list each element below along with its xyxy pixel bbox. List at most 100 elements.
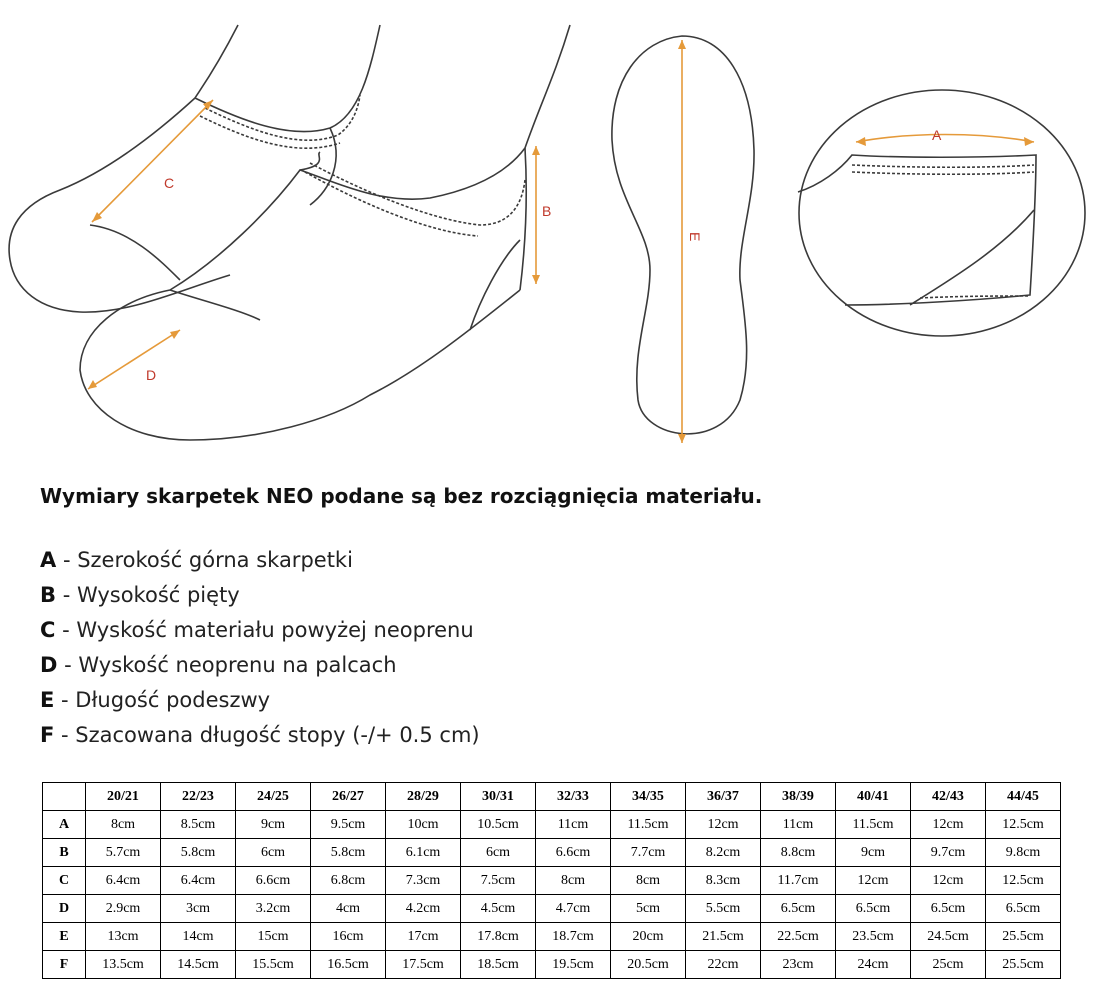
table-cell: 6.5cm [760,894,836,923]
table-cell: 6.1cm [385,838,461,867]
table-cell: 6.6cm [235,866,311,895]
legend-item: A - Szerokość górna skarpetki [40,543,480,578]
legend-item: B - Wysokość pięty [40,578,480,613]
dimension-line-c [91,99,214,223]
table-cell: 2.9cm [85,894,161,923]
legend-item: C - Wyskość materiału powyżej neoprenu [40,613,480,648]
table-cell: 8.2cm [685,838,761,867]
table-cell: 9.7cm [910,838,986,867]
table-cell: 8.5cm [160,810,236,839]
table-cell: 5.8cm [310,838,386,867]
table-cell: 12cm [835,866,911,895]
back-sock-outline [8,24,381,313]
legend-item: D - Wyskość neoprenu na palcach [40,648,480,683]
legend-key: F [40,723,55,747]
table-cell: 18.7cm [535,922,611,951]
label-b: B [542,203,551,219]
size-header-row: 20/21 22/23 24/25 26/27 28/29 30/31 32/3… [42,782,1061,811]
table-cell: 15cm [235,922,311,951]
table-cell: 22.5cm [760,922,836,951]
row-label: F [42,950,86,979]
row-label: B [42,838,86,867]
table-cell: 19.5cm [535,950,611,979]
table-cell: 12cm [910,866,986,895]
table-cell: 5cm [610,894,686,923]
table-cell: 5.5cm [685,894,761,923]
size-header: 30/31 [460,782,536,811]
table-cell: 9cm [235,810,311,839]
table-cell: 25.5cm [985,922,1061,951]
size-header: 24/25 [235,782,311,811]
legend-text: - Wyskość materiału powyżej neoprenu [55,618,474,642]
table-cell: 14cm [160,922,236,951]
front-sock-outline [79,24,571,441]
size-header: 42/43 [910,782,986,811]
table-cell: 21.5cm [685,922,761,951]
table-cell: 6.5cm [985,894,1061,923]
size-header: 22/23 [160,782,236,811]
zoom-detail [797,89,1086,337]
row-label: A [42,810,86,839]
table-cell: 14.5cm [160,950,236,979]
table-cell: 4cm [310,894,386,923]
table-cell: 20.5cm [610,950,686,979]
table-cell: 11cm [760,810,836,839]
table-cell: 24.5cm [910,922,986,951]
table-cell: 8.8cm [760,838,836,867]
table-cell: 5.7cm [85,838,161,867]
table-cell: 6.6cm [535,838,611,867]
table-cell: 11.5cm [610,810,686,839]
table-cell: 6.5cm [835,894,911,923]
table-cell: 17cm [385,922,461,951]
legend-key: C [40,618,56,642]
size-header: 20/21 [85,782,161,811]
table-cell: 6.8cm [310,866,386,895]
label-c: C [164,175,174,191]
legend-key: A [40,548,57,572]
table-cell: 13.5cm [85,950,161,979]
size-table: 20/21 22/23 24/25 26/27 28/29 30/31 32/3… [42,782,1061,979]
legend-item: F - Szacowana długość stopy (-/+ 0.5 cm) [40,718,480,753]
legend-text: - Długość podeszwy [54,688,271,712]
table-cell: 6cm [460,838,536,867]
legend-key: B [40,583,57,607]
table-cell: 18.5cm [460,950,536,979]
table-cell: 3.2cm [235,894,311,923]
table-cell: 7.7cm [610,838,686,867]
table-cell: 5.8cm [160,838,236,867]
sock-diagram: C B D E A [8,24,1086,443]
legend-text: - Wyskość neoprenu na palcach [57,653,397,677]
table-cell: 23cm [760,950,836,979]
row-label: C [42,866,86,895]
size-header: 34/35 [610,782,686,811]
page-heading: Wymiary skarpetek NEO podane są bez rozc… [40,484,763,508]
table-cell: 10cm [385,810,461,839]
table-cell: 12cm [685,810,761,839]
table-cell: 11.7cm [760,866,836,895]
table-cell: 3cm [160,894,236,923]
table-cell: 22cm [685,950,761,979]
table-cell: 12cm [910,810,986,839]
size-header: 36/37 [685,782,761,811]
table-cell: 11cm [535,810,611,839]
table-corner-cell [42,782,86,811]
table-cell: 23.5cm [835,922,911,951]
dimension-legend: A - Szerokość górna skarpetki B - Wysoko… [40,543,480,753]
table-cell: 6.4cm [160,866,236,895]
table-cell: 4.5cm [460,894,536,923]
table-cell: 6cm [235,838,311,867]
label-d: D [146,367,156,383]
size-header: 40/41 [835,782,911,811]
row-label: D [42,894,86,923]
legend-text: - Wysokość pięty [56,583,240,607]
table-cell: 4.2cm [385,894,461,923]
row-label: E [42,922,86,951]
legend-key: D [40,653,58,677]
legend-item: E - Długość podeszwy [40,683,480,718]
dimension-line-a [855,133,1035,143]
table-cell: 8cm [535,866,611,895]
